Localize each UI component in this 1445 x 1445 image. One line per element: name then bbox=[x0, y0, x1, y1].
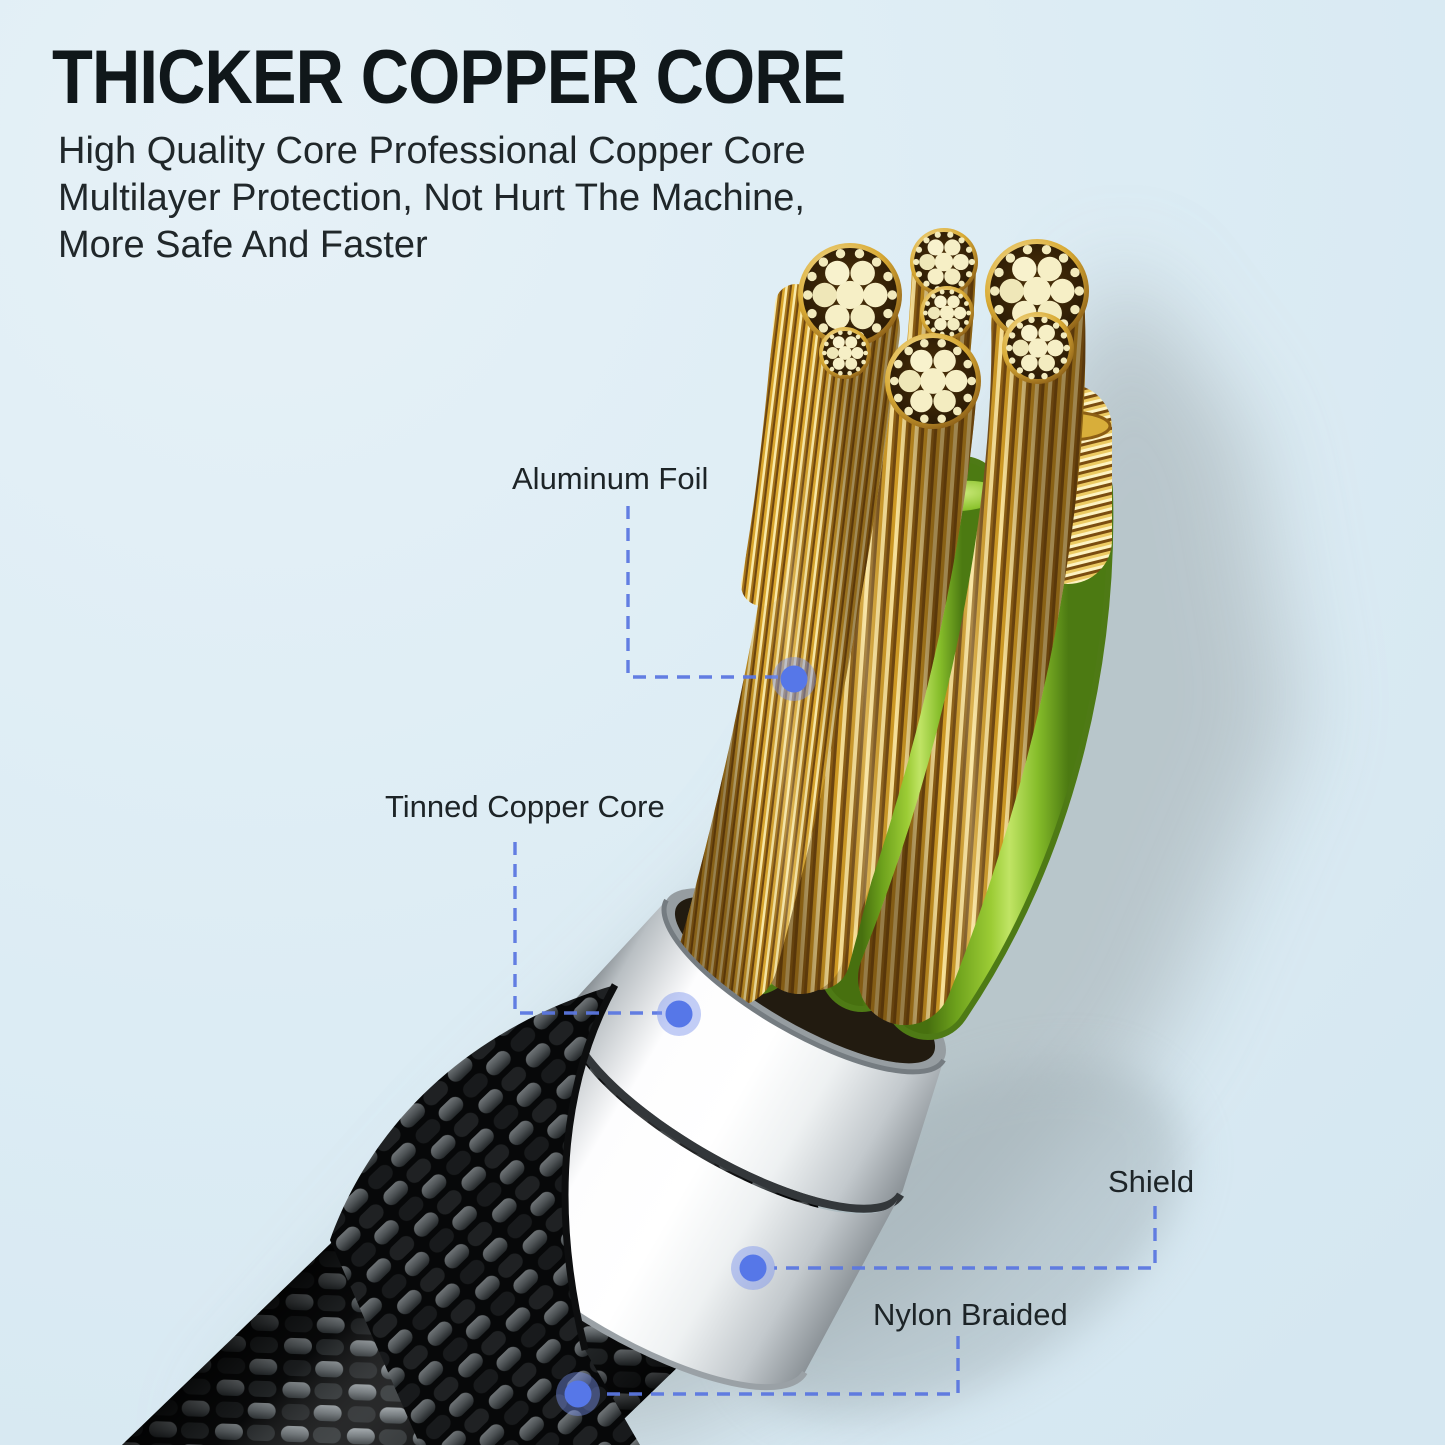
page-title: THICKER COPPER CORE bbox=[52, 35, 846, 120]
subtitle-line-1: High Quality Core Professional Copper Co… bbox=[58, 130, 806, 172]
tinned-copper-core-dot bbox=[665, 1000, 693, 1028]
braid-rolled-edge bbox=[330, 983, 640, 1445]
callout-label-tinned-copper-core: Tinned Copper Core bbox=[385, 789, 665, 824]
callout-label-aluminum-foil: Aluminum Foil bbox=[512, 461, 709, 496]
nylon-braided-dot bbox=[564, 1380, 592, 1408]
aluminum-foil-dot bbox=[780, 665, 808, 693]
shield-leader-line bbox=[774, 1206, 1157, 1270]
callout-leader-lines bbox=[513, 506, 1157, 1396]
aluminum-foil-leader-line bbox=[626, 506, 778, 679]
callout-label-nylon-braided: Nylon Braided bbox=[873, 1297, 1068, 1332]
callout-label-shield: Shield bbox=[1108, 1164, 1195, 1199]
page-subtitle: High Quality Core Professional Copper Co… bbox=[58, 128, 806, 269]
shield-dot bbox=[739, 1254, 767, 1282]
tinned-copper-core-leader-line bbox=[513, 842, 662, 1015]
callout-marker-dots bbox=[556, 657, 816, 1416]
copper-bundle-cross-sections bbox=[798, 228, 1089, 429]
nylon-braided-leader-line bbox=[600, 1336, 960, 1396]
subtitle-line-3: More Safe And Faster bbox=[58, 224, 428, 266]
subtitle-line-2: Multilayer Protection, Not Hurt The Mach… bbox=[58, 177, 805, 219]
